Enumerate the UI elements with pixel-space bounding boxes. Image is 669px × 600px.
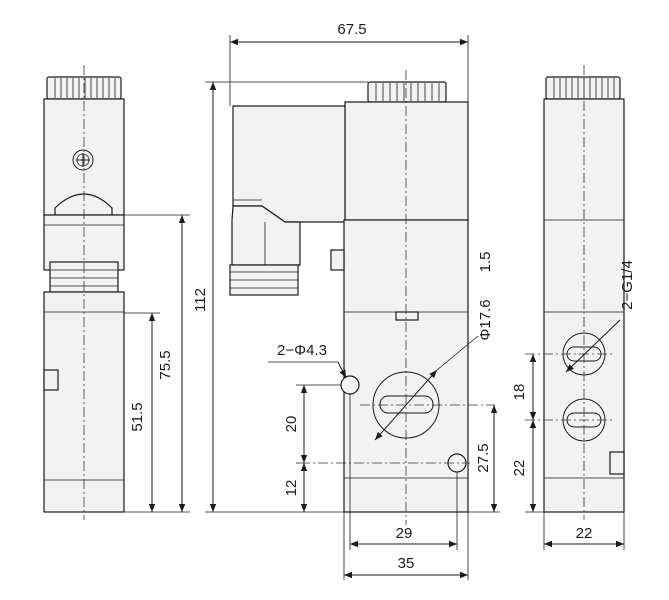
knob-front (367, 81, 447, 103)
dim-20: 20 (283, 416, 300, 433)
left-side-view: 75.5 51.5 (43, 65, 190, 520)
side-tab (330, 249, 345, 271)
dim-29: 29 (396, 525, 413, 542)
dim-mount-holes: 2−Φ4.3 (277, 342, 327, 359)
dim-27-5: 27.5 (475, 443, 492, 472)
thread-leader (565, 319, 621, 373)
mount-hole-upper (340, 375, 360, 395)
side-port-left (43, 369, 59, 391)
front-view: 67.5 112 1.5 Φ17.6 2−Φ4.3 20 12 27.5 29 (192, 21, 500, 580)
din-connector (232, 105, 346, 223)
connector-cap-side (54, 193, 113, 216)
dim-75-5: 75.5 (157, 350, 174, 379)
coil-front (344, 101, 469, 221)
dim-35: 35 (398, 555, 415, 572)
dim-51-5: 51.5 (129, 402, 146, 431)
dim-67-5: 67.5 (337, 21, 366, 38)
dim-18: 18 (511, 384, 528, 401)
dim-22-horiz: 22 (576, 525, 593, 542)
mount-hole-leader (337, 361, 347, 379)
right-side-view: 2−G1/4 18 22 22 (511, 65, 636, 550)
dim-22-vert: 22 (511, 460, 528, 477)
port-dia-leader (374, 369, 438, 441)
dim-1-5: 1.5 (477, 252, 494, 273)
screw-head (72, 149, 94, 171)
dim-12: 12 (283, 480, 300, 497)
exhaust-notch (395, 311, 419, 321)
dim-port-thread: 2−G1/4 (619, 260, 636, 310)
connector-neck (231, 205, 301, 266)
knob-knurl (54, 78, 116, 98)
knob-right (545, 76, 621, 100)
dim-port-dia: Φ17.6 (477, 299, 494, 340)
dim-112: 112 (192, 288, 209, 312)
knob-front-knurl (375, 83, 440, 101)
side-port-right (609, 451, 625, 475)
plug-body-side (43, 214, 125, 271)
knob-right-knurl (553, 78, 615, 98)
